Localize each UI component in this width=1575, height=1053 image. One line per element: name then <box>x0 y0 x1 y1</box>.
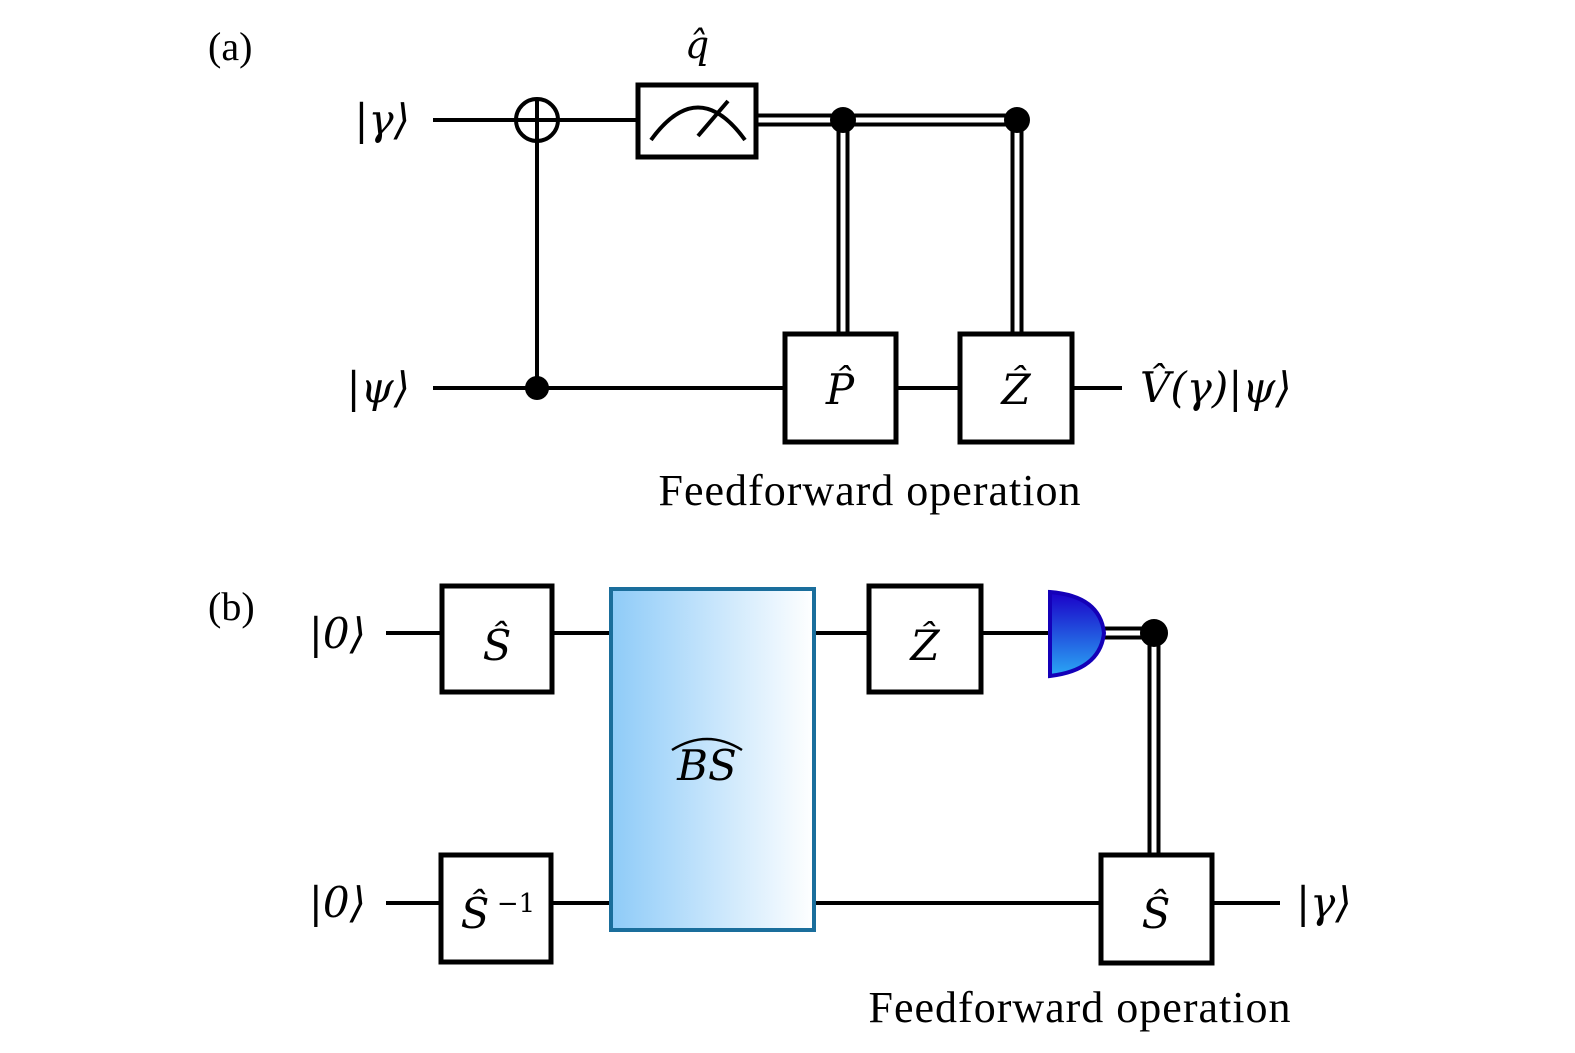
gate-p-label: P̂ <box>825 363 855 414</box>
gate-z-b <box>866 583 984 695</box>
gate-s-top-label: Ŝ <box>483 620 512 670</box>
gate-s-inverse <box>438 852 554 965</box>
classical-control-dot-b <box>1140 619 1168 647</box>
gate-s-top <box>439 583 555 695</box>
output-gamma-label: |γ⟩ <box>1296 878 1352 927</box>
classical-wire-outer <box>756 113 1024 334</box>
measurement-label: q̂ <box>685 23 709 67</box>
panel-b-label: (b) <box>208 584 255 629</box>
gate-z-b-label: Ẑ <box>908 620 940 670</box>
classical-control-dot-z <box>1004 107 1030 133</box>
panel-a: (a) q̂ P̂ Ẑ |γ⟩ |ψ⟩ V̂(γ)|ψ⟩ Feedforwar <box>208 23 1292 515</box>
gate-z <box>957 331 1075 445</box>
gate-p <box>782 331 899 445</box>
classical-control-dot-p <box>830 107 856 133</box>
input-gamma-label: |γ⟩ <box>354 95 410 144</box>
gate-s-output-label: Ŝ <box>1142 888 1171 938</box>
beam-splitter-label: BS <box>676 741 737 790</box>
cnot-control-dot <box>525 376 549 400</box>
gate-z-label: Ẑ <box>999 364 1031 414</box>
panel-b: (b) Ŝ Ŝ −1 BS Ẑ Ŝ |0⟩ <box>208 583 1352 1032</box>
output-label: V̂(γ)|ψ⟩ <box>1140 361 1292 412</box>
beam-splitter <box>609 587 816 932</box>
panel-b-caption: Feedforward operation <box>869 983 1292 1032</box>
gate-s-inverse-base: Ŝ <box>461 888 490 938</box>
meter-arc-icon <box>649 105 747 142</box>
input-top-zero-label: |0⟩ <box>309 609 366 658</box>
panel-a-label: (a) <box>208 24 252 69</box>
classical-wire-inner <box>756 117 1020 334</box>
input-psi-label: |ψ⟩ <box>347 363 410 412</box>
panel-a-caption: Feedforward operation <box>659 466 1082 515</box>
meter-needle-icon <box>696 99 730 138</box>
detector-icon <box>1048 589 1107 679</box>
measurement-box <box>635 82 759 160</box>
bs-wide-hat <box>671 737 743 752</box>
classical-wire-b-outer <box>1100 626 1161 855</box>
gate-s-inverse-exponent: −1 <box>497 889 535 919</box>
input-bottom-zero-label: |0⟩ <box>309 878 366 927</box>
gate-s-output <box>1098 852 1215 966</box>
classical-wire-b-inner <box>1100 630 1157 855</box>
